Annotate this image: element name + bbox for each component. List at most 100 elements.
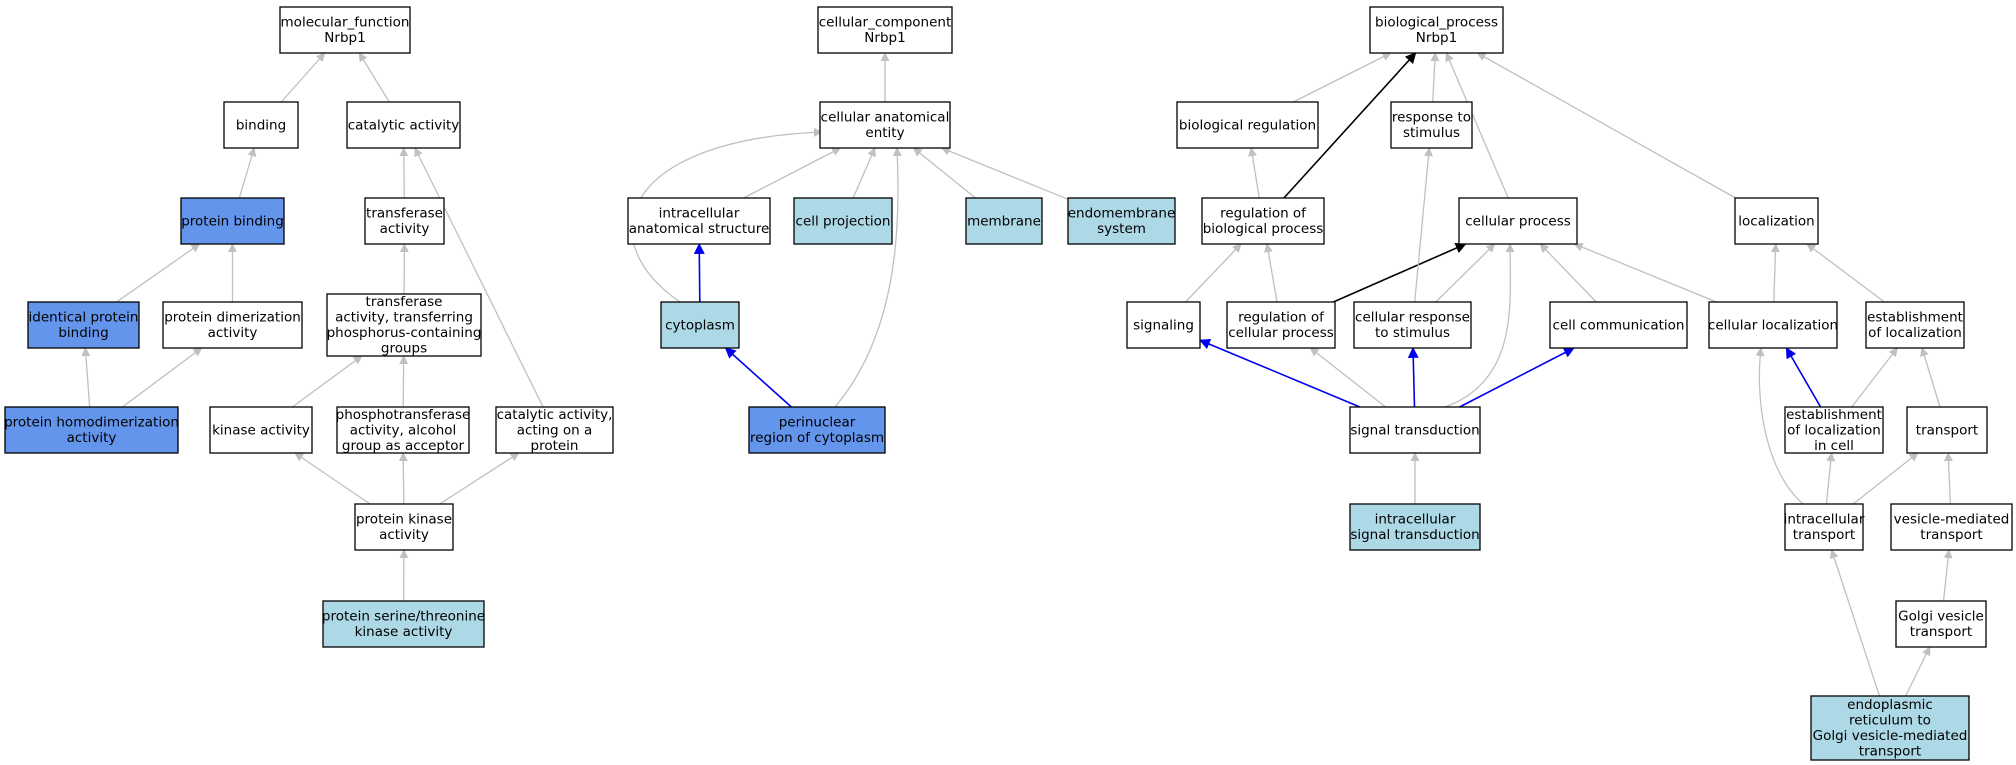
- node-homodimer-label-line: protein homodimerization: [4, 415, 179, 431]
- node-perinuclear-label-line: perinuclear: [779, 415, 856, 431]
- edge-signal_trans-to-cell_proc: [1444, 243, 1515, 408]
- node-cell_comm-label-line: cell communication: [1553, 317, 1685, 333]
- node-binding-label-line: binding: [236, 117, 286, 133]
- node-transferase_p-label-line: activity, transferring: [335, 310, 473, 326]
- node-cytoplasm: cytoplasm: [660, 301, 740, 349]
- node-est_loc_cell-label-line: establishment: [1786, 407, 1882, 423]
- node-intra_transport-label-line: transport: [1793, 527, 1855, 543]
- node-intra_signal-box: [1349, 503, 1481, 551]
- node-ser_thr-label-line: protein serine/threonine: [322, 609, 485, 625]
- node-reg_bio-box: [1201, 197, 1325, 245]
- node-resp_stim-label-line: response to: [1392, 110, 1471, 126]
- node-ser_thr-label-line: kinase activity: [355, 624, 453, 640]
- edge-reg_cell-to-cell_proc: [1333, 242, 1467, 303]
- edge-golgi-to-vesicle: [1942, 549, 1953, 602]
- node-homodimer-box: [4, 406, 179, 454]
- node-cytoplasm-box: [660, 301, 740, 349]
- node-protein_kinase-box: [354, 503, 454, 551]
- edge-intra_transport-to-cell_loc: [1755, 347, 1804, 505]
- edge-endomembrane-to-anat: [940, 146, 1069, 200]
- node-phosphotransferase-label-line: activity, alcohol: [350, 422, 457, 438]
- node-phosphotransferase-label-line: group as acceptor: [342, 438, 465, 454]
- edge-cell_resp-to-resp_stim: [1414, 147, 1434, 303]
- node-vesicle-box: [1890, 503, 2013, 551]
- edge-catalytic-to-mf: [358, 52, 390, 103]
- node-transferase_p-label-line: groups: [381, 341, 427, 357]
- node-mf-label-line: Nrbp1: [324, 30, 365, 46]
- node-intra_signal-label-line: intracellular: [1375, 512, 1456, 528]
- edge-resp_stim-to-bp: [1430, 52, 1440, 103]
- node-cell_loc: cellular localization: [1708, 301, 1838, 349]
- node-cell_comm-box: [1549, 301, 1688, 349]
- node-catalytic: catalytic activity: [346, 101, 461, 149]
- edge-protein_kinase-to-phosphotransferase: [398, 452, 408, 505]
- node-kinase: kinase activity: [209, 406, 313, 454]
- node-cell_proj-label-line: cell projection: [796, 213, 891, 229]
- node-cytoplasm-label-line: cytoplasm: [665, 317, 735, 333]
- edge-signal_trans-to-signaling: [1198, 338, 1361, 408]
- edge-est_loc_cell-to-cell_loc: [1785, 347, 1822, 408]
- edge-protein_binding-to-binding: [238, 147, 257, 199]
- node-anat-box: [819, 101, 951, 149]
- edge-perinuclear-to-anat: [834, 147, 902, 408]
- edge-signal_trans-to-reg_cell: [1309, 347, 1387, 408]
- node-signaling: signaling: [1126, 301, 1201, 349]
- edge-protein_kinase-to-kinase: [294, 452, 371, 505]
- node-kinase-label-line: kinase activity: [212, 422, 310, 438]
- node-reg_cell-label-line: cellular process: [1228, 325, 1334, 341]
- node-endomembrane-label-line: system: [1097, 221, 1146, 237]
- node-mf-label-line: molecular_function: [281, 15, 410, 31]
- node-vesicle-label-line: transport: [1920, 527, 1982, 543]
- edge-reg_cell-to-reg_bio: [1263, 243, 1278, 303]
- node-cell_loc-label-line: cellular localization: [1708, 317, 1838, 333]
- edge-homodimer-to-identical: [81, 347, 91, 408]
- edge-membrane-to-anat: [912, 147, 976, 199]
- node-cell_proc-box: [1458, 197, 1578, 245]
- node-identical-label-line: identical protein: [29, 310, 139, 326]
- node-phosphotransferase-box: [336, 406, 470, 454]
- node-er_golgi-label-line: Golgi vesicle-mediated: [1813, 728, 1968, 744]
- node-bio_reg: biological regulation: [1176, 101, 1319, 149]
- node-dimer-box: [162, 301, 303, 349]
- edge-signal_trans-to-cell_comm: [1459, 347, 1575, 408]
- node-er_golgi-box: [1810, 695, 1970, 761]
- node-bio_reg-label-line: biological regulation: [1179, 117, 1316, 133]
- edge-bio_reg-to-bp: [1293, 52, 1392, 103]
- node-anat-label-line: cellular anatomical: [821, 110, 950, 126]
- node-signal_trans-box: [1349, 406, 1481, 454]
- node-cc-label-line: Nrbp1: [864, 30, 905, 46]
- node-resp_stim-label-line: stimulus: [1403, 125, 1460, 141]
- node-cell_resp-label-line: cellular response: [1355, 310, 1470, 326]
- node-catalytic-box: [346, 101, 461, 149]
- edge-protein_kinase-to-cat_protein: [439, 452, 520, 505]
- node-transport-box: [1906, 406, 1988, 454]
- node-dimer-label-line: protein dimerization: [164, 310, 301, 326]
- node-reg_bio-label-line: regulation of: [1220, 206, 1307, 222]
- node-est_loc-label-line: of localization: [1868, 325, 1962, 341]
- node-cat_protein-label-line: acting on a: [517, 422, 593, 438]
- node-transport-label-line: transport: [1916, 422, 1978, 438]
- node-identical-box: [27, 301, 140, 349]
- edge-intra_transport-to-est_loc_cell: [1825, 452, 1836, 505]
- node-bio_reg-box: [1176, 101, 1319, 149]
- node-intra_transport-label-line: intracellular: [1784, 512, 1865, 528]
